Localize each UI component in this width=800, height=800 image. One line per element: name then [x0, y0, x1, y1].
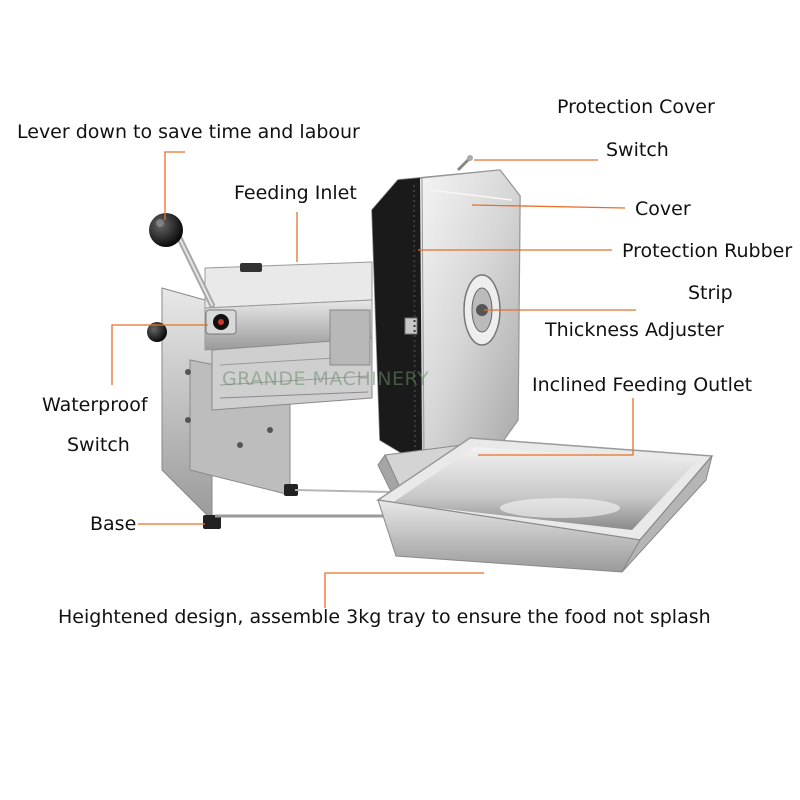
label-base: Base — [90, 513, 137, 535]
protection-rubber-strip — [413, 184, 416, 451]
label-protection-rubber-strip: Strip — [688, 282, 733, 304]
base-feet — [203, 484, 395, 529]
label-feeding-inlet: Feeding Inlet — [234, 182, 357, 204]
feeding-inlet-box — [204, 261, 373, 411]
label-lever: Lever down to save time and labour — [17, 121, 360, 143]
lever-knob-icon — [149, 213, 183, 247]
side-knob-icon — [147, 322, 167, 342]
leader-outlet — [478, 398, 634, 456]
power-switch-icon — [205, 309, 237, 335]
leader-cover — [471, 204, 626, 209]
label-waterproof-switch: Switch — [67, 434, 130, 456]
label-protection-cover-switch: Switch — [606, 139, 669, 161]
label-cover: Cover — [635, 198, 691, 220]
label-protection-rubber: Protection Rubber — [622, 240, 793, 262]
label-heightened-design: Heightened design, assemble 3kg tray to … — [58, 606, 711, 628]
label-waterproof: Waterproof — [42, 394, 148, 416]
label-protection-cover: Protection Cover — [557, 96, 715, 118]
leader-tray — [324, 572, 484, 608]
label-thickness-adjuster: Thickness Adjuster — [545, 319, 724, 341]
cover-switch-pin — [456, 155, 473, 172]
lever-arm — [175, 232, 215, 308]
leader-lever — [164, 151, 185, 220]
leader-waterproof — [111, 324, 208, 385]
label-inclined-outlet: Inclined Feeding Outlet — [532, 374, 753, 396]
tray — [375, 437, 714, 573]
watermark: GRANDE MACHINERY — [222, 368, 430, 390]
leader-lines — [111, 151, 636, 608]
